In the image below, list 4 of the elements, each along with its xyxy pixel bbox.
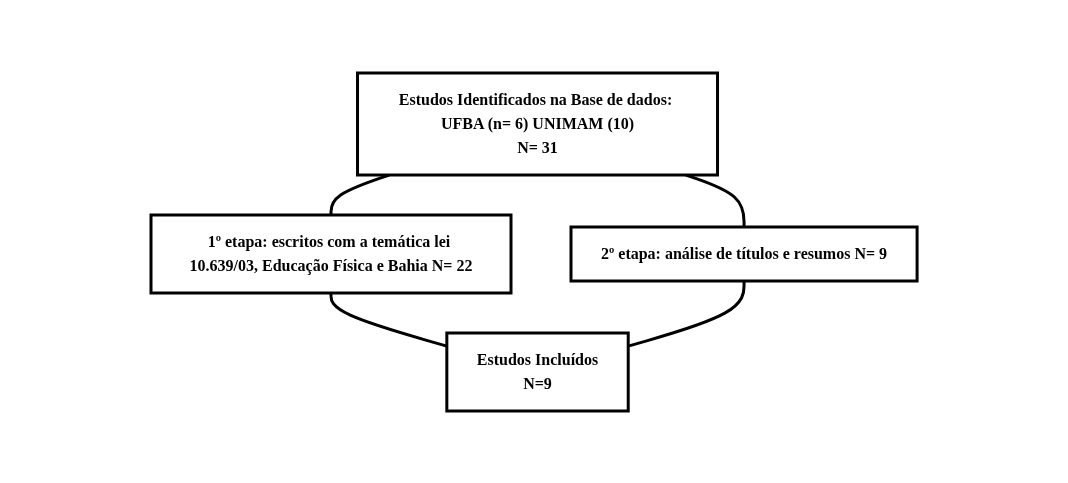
node-box: Estudos Incluídos N=9 (445, 331, 630, 412)
node-box: Estudos Identificados na Base de dados: UFBA (n= 6) UNIMAM (10) N= 31 (356, 71, 719, 176)
node-box: 2º etapa: análise de títulos e resumos N= 9 (569, 225, 919, 282)
node-box: 1º etapa: escritos com a temática lei 10.639/03, Educação Física e Bahia N= 22 (149, 213, 513, 294)
